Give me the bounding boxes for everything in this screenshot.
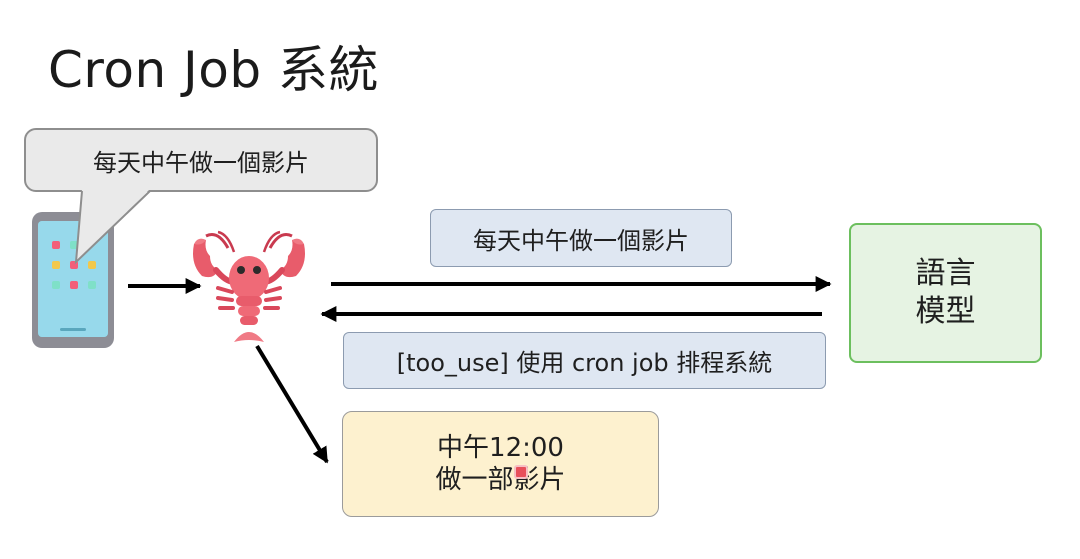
scheduled-task-time: 中午12:00 bbox=[437, 433, 564, 463]
pointer-cursor-icon bbox=[514, 465, 528, 479]
tool-use-text: [too_use] 使用 cron job 排程系統 bbox=[396, 349, 773, 377]
scheduled-task-action: 做一部影片 bbox=[435, 465, 566, 495]
language-model-line1: 語言 bbox=[915, 256, 976, 291]
slide-title: Cron Job 系統 bbox=[48, 41, 380, 99]
request-message-text: 每天中午做一個影片 bbox=[473, 226, 689, 255]
user-speech-text: 每天中午做一個影片 bbox=[93, 148, 309, 177]
lobster-icon bbox=[193, 230, 305, 342]
language-model-line2: 模型 bbox=[915, 294, 976, 329]
agent-to-schedule-arrow bbox=[255, 344, 329, 464]
language-model-box: 語言 模型 bbox=[849, 223, 1042, 363]
tool-use-label: [too_use] 使用 cron job 排程系統 bbox=[343, 332, 826, 389]
request-message-label: 每天中午做一個影片 bbox=[430, 209, 732, 267]
scheduled-task-box: 中午12:00 做一部影片 bbox=[342, 411, 659, 517]
user-speech-bubble: 每天中午做一個影片 bbox=[24, 128, 378, 192]
speech-bubble-tail bbox=[74, 189, 151, 265]
